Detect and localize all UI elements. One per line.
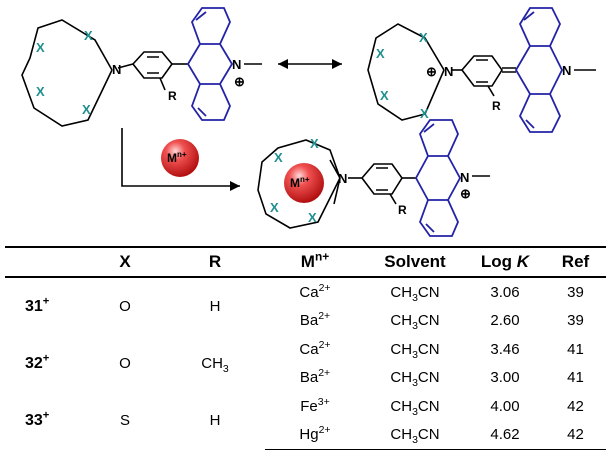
table-row: 32+ O CH3 Ca2+ CH3CN 3.46 41 bbox=[5, 335, 606, 375]
x-atom: X bbox=[310, 136, 319, 151]
positive-charge: ⊕ bbox=[234, 74, 245, 89]
log-k: 2.60 bbox=[490, 312, 520, 330]
ref: 39 bbox=[567, 283, 584, 301]
n-atom-acridine: N bbox=[562, 63, 571, 78]
n-atom: N bbox=[112, 62, 121, 77]
positive-charge: ⊕ bbox=[460, 186, 471, 201]
header-x: X bbox=[85, 246, 165, 278]
header-compound bbox=[5, 246, 85, 278]
table-row: Ba2+ CH3CN 3.00 41 bbox=[5, 364, 606, 393]
x-atom: X bbox=[380, 88, 389, 103]
compound-label: 31+ bbox=[25, 295, 50, 315]
binding-constants-table: X R Mn+ Solvent Log K Ref 31+ O H Ca2+ C… bbox=[5, 246, 606, 450]
x-atom: X bbox=[419, 30, 428, 45]
solvent: CH3CN bbox=[390, 312, 440, 333]
table-row: Hg2+ CH3CN 4.62 42 bbox=[5, 420, 606, 450]
x-atom: X bbox=[82, 102, 91, 117]
x-atom: X bbox=[274, 150, 283, 165]
positive-charge: ⊕ bbox=[426, 64, 437, 79]
resonance-arrow bbox=[278, 59, 342, 69]
structure-metal-complex bbox=[257, 119, 490, 237]
solvent: CH3CN bbox=[390, 369, 440, 390]
n-atom: N bbox=[338, 171, 347, 186]
ref: 39 bbox=[567, 312, 584, 330]
r-value: H bbox=[209, 298, 221, 315]
x-atom: X bbox=[84, 28, 93, 43]
x-value: O bbox=[119, 298, 131, 315]
metal-ion-label: Mn+ bbox=[290, 175, 310, 190]
n-atom-acridinium: N bbox=[232, 57, 241, 72]
structure-left-crown-acridinium bbox=[21, 7, 262, 127]
header-metal: Mn+ bbox=[265, 246, 365, 278]
metal-ion-sphere-complexed bbox=[284, 163, 324, 203]
x-atom: X bbox=[420, 106, 429, 121]
header-solvent: Solvent bbox=[365, 246, 465, 278]
x-atom: X bbox=[308, 210, 317, 225]
table-header-row: X R Mn+ Solvent Log K Ref bbox=[5, 246, 606, 278]
x-value: S bbox=[119, 412, 130, 430]
table-row: 31+ O H Ca2+ CH3CN 3.06 39 bbox=[5, 277, 606, 316]
reaction-scheme: X X X X N R N ⊕ X X X X ⊕ N R N Mn+ bbox=[21, 7, 596, 237]
log-k: 4.62 bbox=[465, 420, 545, 450]
r-value: H bbox=[209, 412, 221, 430]
solvent: CH3CN bbox=[365, 420, 465, 450]
compound-label: 33+ bbox=[25, 409, 50, 429]
header-logk: Log K bbox=[465, 246, 545, 278]
structure-right-quinoidal bbox=[367, 7, 596, 133]
log-k: 3.46 bbox=[490, 340, 520, 358]
metal-ion: Ba2+ bbox=[299, 367, 331, 387]
r-group-label: R bbox=[398, 203, 407, 217]
log-k: 3.06 bbox=[490, 283, 520, 301]
header-ref: Ref bbox=[545, 246, 606, 278]
ref: 41 bbox=[567, 340, 584, 358]
solvent: CH3CN bbox=[390, 397, 440, 418]
n-atom: N bbox=[444, 64, 453, 79]
metal-ion: Fe3+ bbox=[300, 395, 330, 415]
metal-ion: Ca2+ bbox=[299, 338, 331, 358]
metal-ion: Ba2+ bbox=[299, 310, 331, 330]
r-value: CH3 bbox=[201, 355, 229, 375]
solvent: CH3CN bbox=[390, 340, 440, 361]
x-value: O bbox=[119, 355, 131, 372]
metal-ion: Ca2+ bbox=[299, 281, 331, 301]
x-atom: X bbox=[376, 46, 385, 61]
log-k: 4.00 bbox=[490, 397, 520, 415]
metal-ion-label: Mn+ bbox=[167, 150, 187, 165]
table-row: 33+ S H Fe3+ CH3CN 4.00 42 bbox=[5, 392, 606, 430]
ref: 42 bbox=[545, 420, 606, 450]
header-r: R bbox=[165, 246, 265, 278]
x-atom: X bbox=[36, 84, 45, 99]
r-group-label: R bbox=[492, 99, 501, 113]
ref: 42 bbox=[567, 397, 584, 415]
table-row: Ba2+ CH3CN 2.60 39 bbox=[5, 307, 606, 336]
log-k: 3.00 bbox=[490, 369, 520, 387]
metal-ion-sphere bbox=[161, 139, 199, 177]
compound-label: 32+ bbox=[25, 352, 50, 372]
solvent: CH3CN bbox=[390, 283, 440, 304]
x-atom: X bbox=[270, 200, 279, 215]
r-group-label: R bbox=[168, 89, 177, 103]
ref: 41 bbox=[567, 369, 584, 387]
x-atom: X bbox=[36, 40, 45, 55]
reaction-arrow bbox=[121, 128, 240, 191]
n-atom-acridinium: N bbox=[460, 170, 469, 185]
metal-ion: Hg2+ bbox=[265, 420, 365, 450]
